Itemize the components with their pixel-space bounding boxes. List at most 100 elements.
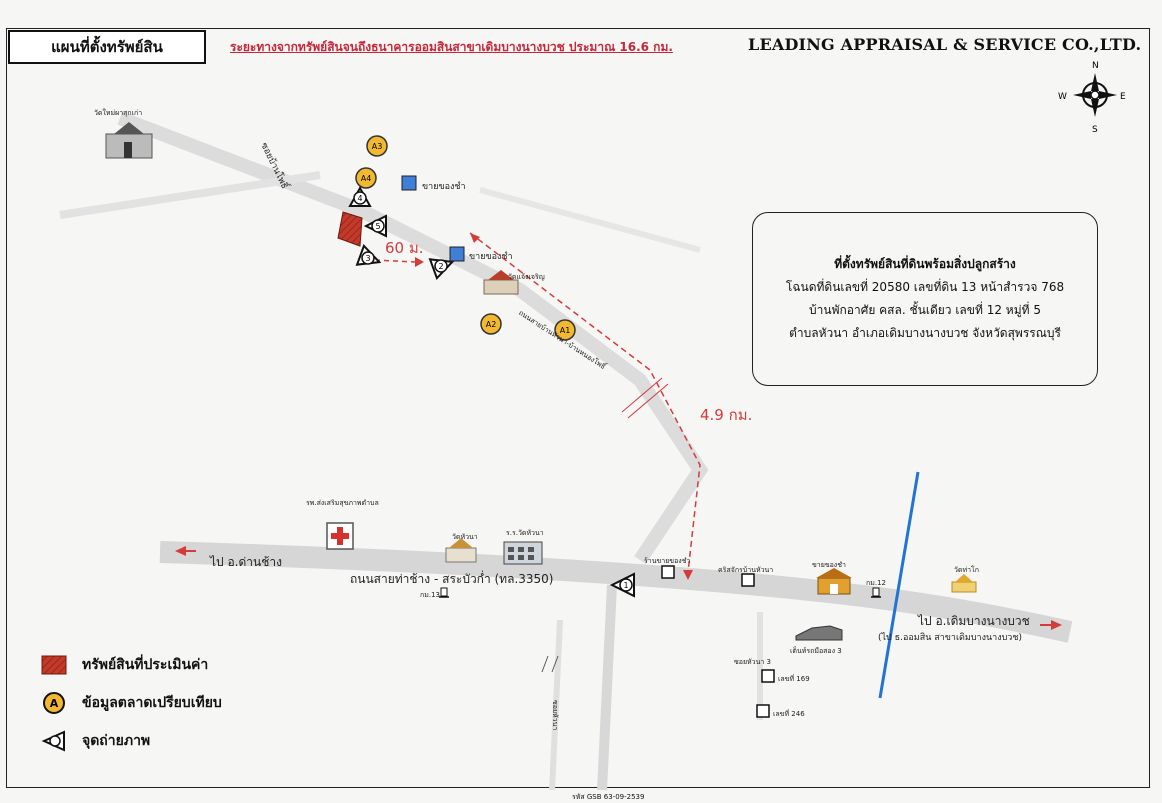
svg-text:4: 4: [357, 194, 362, 203]
arrow-right-icon: [1051, 620, 1062, 630]
route-60m: [374, 259, 416, 263]
route-49km: [469, 232, 701, 573]
svg-text:A4: A4: [361, 174, 372, 183]
map-frame: [6, 28, 1150, 788]
svg-text:2: 2: [438, 262, 443, 271]
market-marker-a4: A4: [355, 167, 377, 189]
legend-photo: จุดถ่ายภาพ: [40, 722, 222, 760]
to-gsb-label: (ไป ธ.ออมสิน สาขาเดิมบางนางบวช): [878, 633, 1022, 643]
temple-mid-icon: [483, 270, 519, 295]
school-icon: [503, 541, 543, 565]
river-line: [878, 471, 920, 699]
to-danchang-label: ไป อ.ด่านช้าง: [210, 555, 282, 569]
distance-note: ระยะทางจากทรัพย์สินจนถึงธนาคารออมสินสาขา…: [230, 40, 673, 54]
vertical-road-label: ซอยหัวนา: [551, 700, 559, 731]
info-line-1: ที่ตั้งทรัพย์สินที่ดินพร้อมสิ่งปลูกสร้าง: [834, 257, 1016, 271]
shop-icon-2: [449, 246, 465, 262]
market-marker-a2: A2: [480, 313, 502, 335]
shop-road-label: ร้านขายของชำ: [644, 557, 691, 565]
legend-photo-label: จุดถ่ายภาพ: [82, 733, 151, 749]
soi-huana3-label: ซอยหัวนา 3: [734, 658, 771, 666]
photo-point-5: 5: [363, 214, 387, 238]
photo-swatch-icon: [40, 730, 68, 752]
temple-top-label: วัดใหม่ผาสุกเก่า: [94, 109, 143, 117]
svg-text:A: A: [50, 697, 59, 710]
bridge-mark-1: [621, 377, 663, 413]
house-169-icon: [761, 669, 775, 683]
photo-point-1: 1: [609, 572, 635, 598]
route-arrow-start: [470, 233, 480, 243]
main-road: [159, 541, 1073, 643]
shop-icon-1: [401, 175, 417, 191]
km13-post-icon: [439, 587, 449, 598]
info-line-2: โฉนดที่ดินเลขที่ 20580 เลขที่ดิน 13 หน้า…: [785, 280, 1065, 294]
info-line-4: ตำบลหัวนา อำเภอเดิมบางนางบวช จังหวัดสุพร…: [789, 326, 1061, 340]
info-line-3: บ้านพักอาศัย คสล. ชั้นเดียว เลขที่ 12 หม…: [809, 303, 1041, 317]
legend-market: A ข้อมูลตลาดเปรียบเทียบ: [40, 684, 222, 722]
factory-label: เต็นท์รถมือสอง 3: [790, 647, 842, 655]
photo-point-4: 4: [348, 185, 372, 207]
km12-label: กม.12: [866, 579, 886, 587]
no-246-label: เลขที่ 246: [773, 710, 805, 718]
temple-huana-icon: [445, 538, 477, 563]
map-title: แผนที่ตั้งทรัพย์สิน: [8, 30, 206, 64]
svg-text:5: 5: [375, 222, 380, 231]
market-marker-a3: A3: [366, 135, 388, 157]
route-arrow-60m: [415, 257, 424, 267]
church-label: คริสจักรบ้านหัวนา: [718, 566, 774, 574]
shop-3-icon: [816, 568, 852, 595]
arrow-left-icon: [175, 546, 186, 556]
svg-text:1: 1: [623, 581, 628, 590]
shop-road-icon: [661, 565, 675, 579]
property-parcel: [337, 211, 363, 247]
hospital-label: รพ.ส่งเสริมสุขภาพตำบล: [306, 499, 379, 507]
km12-post-icon: [871, 587, 881, 598]
property-swatch-icon: [40, 654, 68, 676]
legend-property: ทรัพย์สินที่ประเมินค่า: [40, 646, 222, 684]
market-marker-a1: A1: [554, 319, 576, 341]
photo-point-2: 2: [428, 258, 455, 280]
no-169-label: เลขที่ 169: [778, 675, 810, 683]
route-arrow-end: [683, 570, 693, 580]
distance-49km-label: 4.9 กม.: [700, 406, 753, 424]
temple-top-icon: [105, 122, 153, 159]
shop-3-label: ขายของชำ: [812, 561, 846, 569]
temple-right-icon: [951, 574, 977, 593]
svg-text:A1: A1: [560, 326, 571, 335]
temple-huana-label: วัดหัวนา: [452, 533, 478, 541]
to-doembang-label: ไป อ.เดิมบางนางบวช: [918, 614, 1030, 628]
svg-text:3: 3: [365, 254, 370, 263]
house-246-icon: [756, 704, 770, 718]
vertical-road-left: [549, 619, 563, 791]
school-label: ร.ร.วัดหัวนา: [506, 529, 544, 537]
vertical-road: [597, 584, 617, 791]
main-road-label: ถนนสายท่าช้าง - สระบัวก่ำ (ทล.3350): [350, 572, 554, 586]
legend-market-label: ข้อมูลตลาดเปรียบเทียบ: [82, 695, 222, 711]
bridge-mark-2: [627, 383, 669, 419]
company-name: LEADING APPRAISAL & SERVICE CO.,LTD.: [748, 35, 1142, 54]
shop-2-label: ขายของชำ: [469, 252, 513, 262]
slash-1: [541, 655, 549, 673]
hospital-icon: [326, 522, 354, 550]
church-icon: [741, 573, 755, 587]
svg-text:A3: A3: [372, 142, 383, 151]
legend-property-label: ทรัพย์สินที่ประเมินค่า: [82, 657, 209, 673]
temple-mid-label: วัดแจ้งเจริญ: [508, 273, 545, 281]
svg-text:A2: A2: [486, 320, 497, 329]
shop-1-label: ขายของชำ: [422, 182, 466, 192]
compass-s: S: [1092, 125, 1098, 135]
factory-icon: [795, 625, 843, 641]
compass-e: E: [1120, 92, 1126, 102]
km13-label: กม.13: [420, 591, 440, 599]
compass-icon: N S E W: [1058, 61, 1126, 135]
footer-code: รหัส GSB 63-09-2539: [572, 793, 645, 801]
side-road-branch: [59, 171, 321, 219]
distance-60m-label: 60 ม.: [385, 239, 424, 257]
slash-2: [551, 655, 559, 673]
side-road: [117, 111, 709, 564]
compass-n: N: [1092, 61, 1099, 71]
legend: ทรัพย์สินที่ประเมินค่า A ข้อมูลตลาดเปรีย…: [40, 646, 222, 760]
photo-point-3: 3: [355, 244, 382, 266]
property-info-box: ที่ตั้งทรัพย์สินที่ดินพร้อมสิ่งปลูกสร้าง…: [752, 212, 1098, 386]
